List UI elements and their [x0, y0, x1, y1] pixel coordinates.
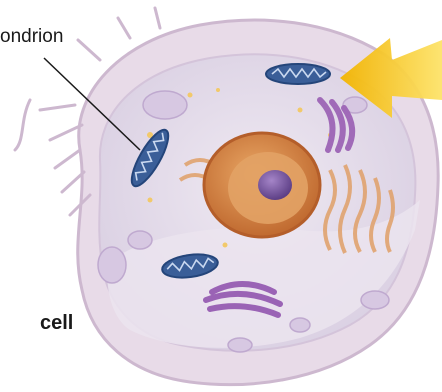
nucleolus [258, 170, 292, 200]
label-mitochondrion: ondrion [0, 26, 63, 48]
mitochondrion-upper [266, 64, 330, 84]
label-cell: cell [40, 312, 73, 335]
